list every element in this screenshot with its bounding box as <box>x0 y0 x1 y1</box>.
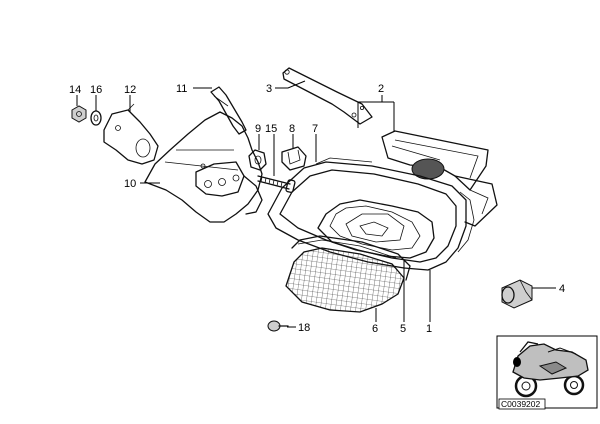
diagram-code-label: C0039202 <box>501 399 541 409</box>
part-nut <box>71 105 87 123</box>
part-reflector <box>317 199 435 259</box>
part-washer <box>90 110 102 126</box>
callout-14: 14 <box>69 84 81 96</box>
callout-16: 16 <box>90 84 102 96</box>
callout-9: 9 <box>255 123 261 135</box>
part-rear-housing-bracket <box>381 130 498 227</box>
callout-labels: 14 16 12 11 3 2 9 15 8 7 10 4 6 5 1 18 <box>69 83 565 335</box>
callout-15: 15 <box>265 123 277 135</box>
part-lens-screw <box>267 320 289 332</box>
callout-1: 1 <box>426 323 432 335</box>
leader-lines <box>76 80 556 328</box>
part-support-strut <box>282 67 373 125</box>
part-rubber-bush <box>501 279 533 309</box>
callout-5: 5 <box>400 323 406 335</box>
callout-10: 10 <box>124 178 136 190</box>
callout-12: 12 <box>124 84 136 96</box>
part-spacer <box>248 149 267 171</box>
callout-11: 11 <box>176 83 187 95</box>
part-small-bracket <box>210 86 247 135</box>
part-mounting-plate <box>144 111 263 223</box>
callout-18: 18 <box>298 322 310 334</box>
part-seal <box>315 157 373 165</box>
callout-4: 4 <box>559 283 565 295</box>
part-side-bracket <box>103 103 159 165</box>
callout-7: 7 <box>312 123 318 135</box>
callout-8: 8 <box>289 123 295 135</box>
motorcycle-icon <box>512 341 589 398</box>
callout-2: 2 <box>378 83 384 95</box>
inset-motorcycle-thumbnail: C0039202 <box>496 335 598 410</box>
callout-6: 6 <box>372 323 378 335</box>
callout-3: 3 <box>266 83 272 95</box>
part-screw <box>257 175 296 194</box>
part-clip <box>281 146 307 171</box>
part-lamp-housing <box>267 161 475 271</box>
